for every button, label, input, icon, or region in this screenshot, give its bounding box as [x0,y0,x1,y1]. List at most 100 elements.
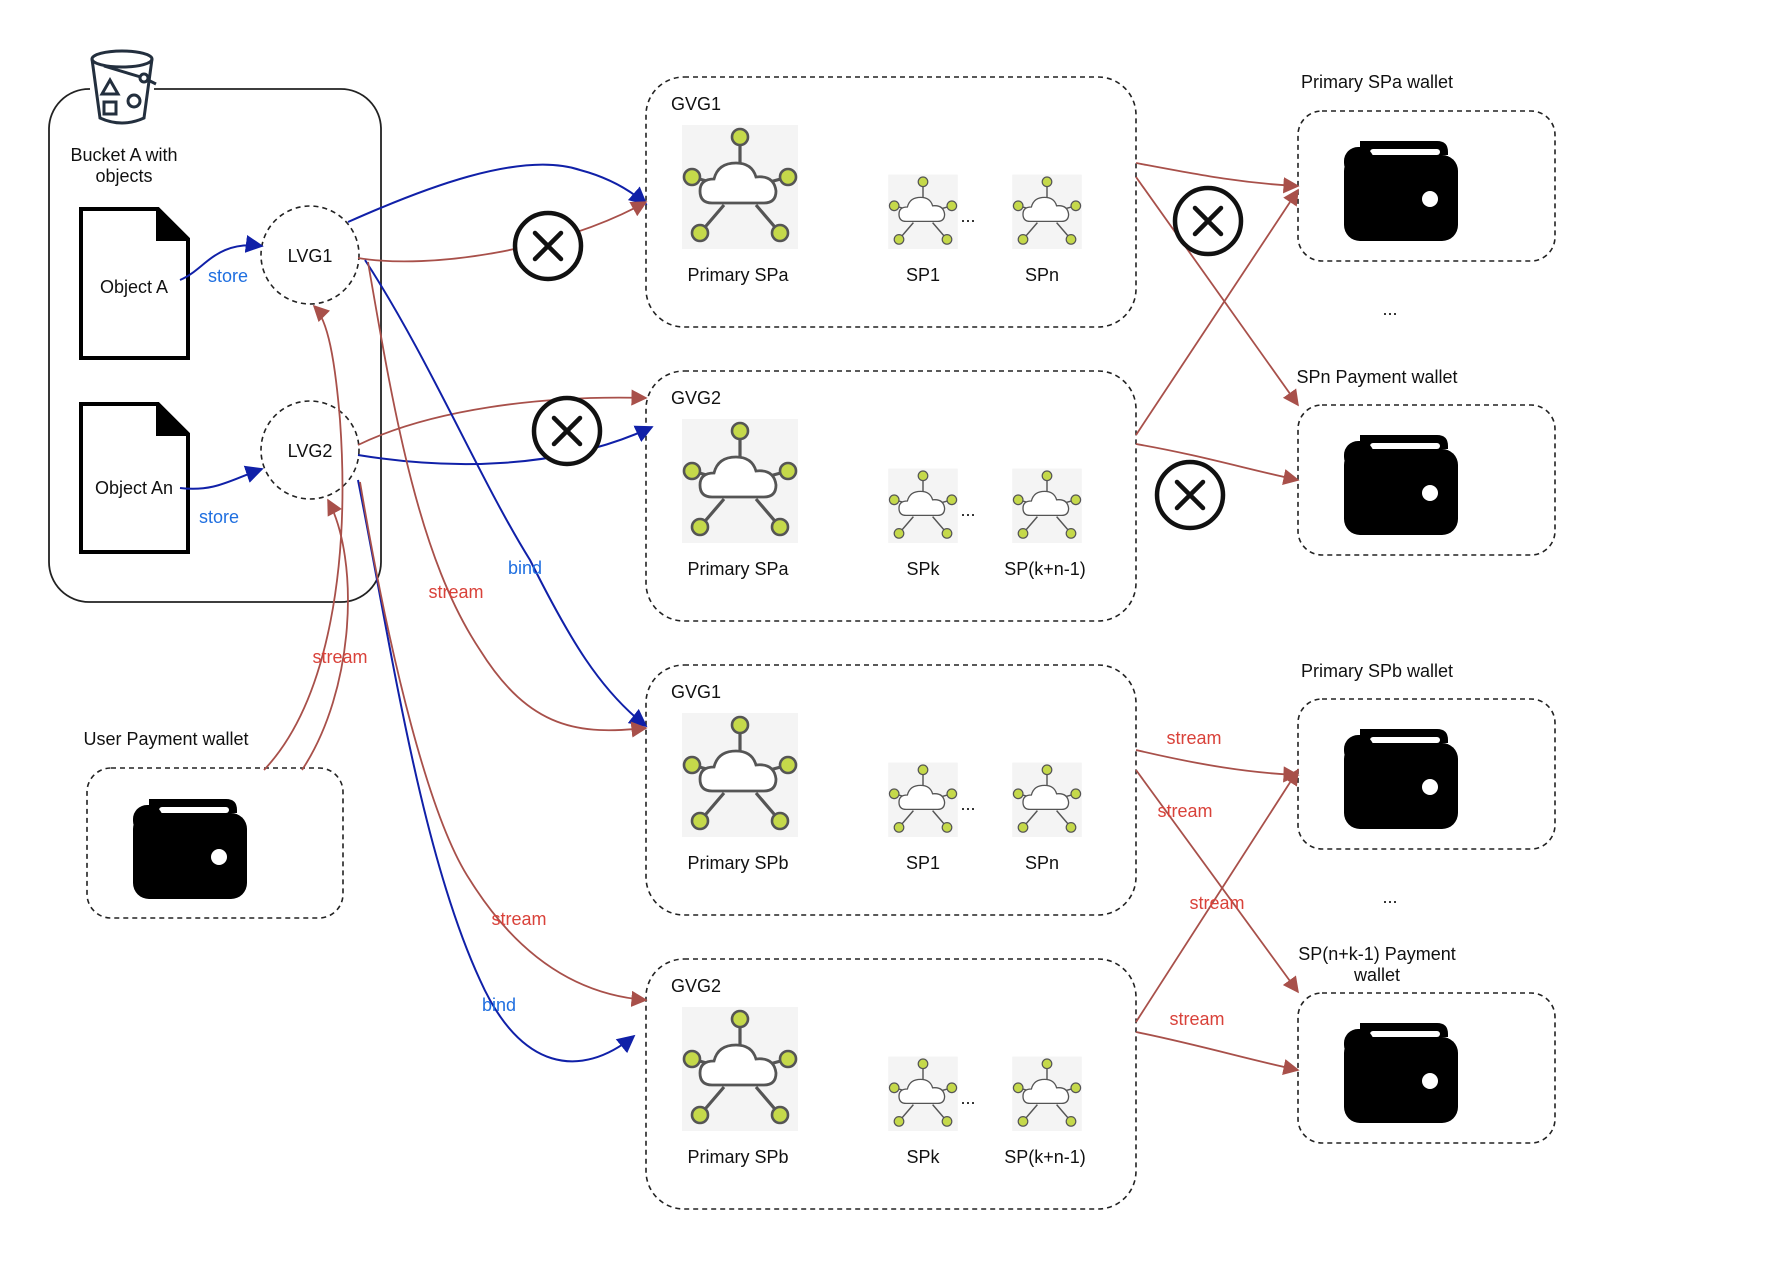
object-a-document[interactable]: Object A [79,207,190,360]
stream-edge-user-lvg2 [301,498,349,771]
bind-label: bind [508,558,542,578]
lvg2-label: LVG2 [288,441,333,461]
sp-last-label: SPn [1025,265,1059,285]
gvg-labels: Primary SPa SP1 SPn ... Primary SPa SPk … [687,206,1085,1167]
stream-label: stream [1189,893,1244,913]
stream-edge-lvg1-gvg1b [367,261,648,738]
wallet-ellipsis: ... [1382,887,1397,907]
wallet-icon [1344,1023,1458,1123]
sp-first-label: SPk [906,559,940,579]
cloud-network-icon [888,762,958,837]
store-edge-1 [179,235,264,281]
bucket-container: Bucket A with objects Object A Object An… [48,49,382,603]
sp-ellipsis: ... [960,500,975,520]
x-circle-icon [1172,185,1244,257]
store-edge-2 [179,465,264,490]
bind-edge-lvg2-gvg2 [357,425,654,466]
wallet-icon [1344,729,1458,829]
x-circle-icon [512,210,584,282]
lvg2-node[interactable]: LVG2 [260,400,360,500]
gvg-title: GVG1 [671,682,721,702]
stream-edge-gvg1-spa-wallet [1135,162,1300,194]
object-a-label: Object A [100,277,168,297]
stream-edge-lvg1-gvg1-cancelled [357,201,648,263]
primary-sp-label: Primary SPa [687,265,789,285]
primary-sp-label: Primary SPb [687,1147,788,1167]
stream-edge-gvg2-spn-wallet [1135,443,1300,485]
wallet-icon [1344,435,1458,535]
bind-edge-lvg2-gvg2b [357,479,636,1063]
sp-first-label: SPk [906,1147,940,1167]
sp-ellipsis: ... [960,206,975,226]
x-circle-icon [531,395,603,467]
cloud-network-icon [888,174,958,249]
edges [179,162,1300,1075]
stream-label: stream [312,647,367,667]
cloud-network-icon [1012,762,1082,837]
wallet-label: Primary SPa wallet [1301,72,1453,92]
user-wallet-label: User Payment wallet [83,729,248,749]
sp-ellipsis: ... [960,1088,975,1108]
wallet-label: SPn Payment wallet [1296,367,1457,387]
sp-last-label: SPn [1025,853,1059,873]
stream-edge-gvg2b-spb-wallet [1135,768,1299,1023]
bind-edge-lvg1-gvg1b [364,259,648,728]
cloud-network-icon [1012,1056,1082,1131]
stream-edge-gvg1-spn-wallet [1135,176,1299,407]
stream-edge-lvg2-gvg2b [359,481,648,1007]
store-label: store [199,507,239,527]
sp-first-label: SP1 [906,853,940,873]
bucket-label-line2: objects [95,166,152,186]
wallet-label: Primary SPb wallet [1301,661,1453,681]
sp-ellipsis: ... [960,794,975,814]
stream-edge-user-lvg1 [263,304,344,771]
cloud-network-icon [682,1007,798,1131]
wallet-label-line1: SP(n+k-1) Payment [1298,944,1456,964]
primary-sp-label: Primary SPb [687,853,788,873]
cloud-network-icon [888,1056,958,1131]
cloud-network-icon [1012,468,1082,543]
wallet-icon [1344,141,1458,241]
wallet-icon [133,799,247,899]
document-fold-icon [156,402,190,436]
wallet-ellipsis: ... [1382,299,1397,319]
stream-label: stream [428,582,483,602]
gvg-title: GVG2 [671,976,721,996]
lvg1-label: LVG1 [288,246,333,266]
user-payment-wallet[interactable]: User Payment wallet [83,729,344,919]
document-icon [79,402,190,554]
bind-edge-lvg1-gvg1 [347,163,648,223]
stream-edge-gvg1b-spnk-wallet [1135,769,1299,994]
primary-sp-label: Primary SPa [687,559,789,579]
cancel-marks [512,185,1244,531]
stream-edge-lvg2-gvg2-cancelled [357,389,648,446]
object-an-label: Object An [95,478,173,498]
cloud-network-icon [682,419,798,543]
cloud-network-icon [682,713,798,837]
stream-label: stream [491,909,546,929]
cloud-network-icon [1012,174,1082,249]
lvg1-node[interactable]: LVG1 [260,205,360,305]
cloud-network-icon [682,125,798,249]
x-circle-icon [1154,459,1226,531]
document-fold-icon [156,207,190,241]
stream-edge-gvg2-spa-wallet [1135,188,1299,436]
bind-label: bind [482,995,516,1015]
sp-wallet-icons [1344,141,1458,1123]
sp-last-label: SP(k+n-1) [1004,1147,1086,1167]
edge-labels: store store bind bind stream stream stre… [199,266,1245,1029]
store-label: store [208,266,248,286]
cloud-network-icon [888,468,958,543]
sp-first-label: SP1 [906,265,940,285]
object-an-document[interactable]: Object An [79,402,190,554]
document-icon [79,207,190,360]
stream-label: stream [1166,728,1221,748]
stream-edge-gvg1b-spb-wallet [1135,749,1300,783]
gvg-title: GVG2 [671,388,721,408]
gvg-network-icons [682,125,1082,1131]
stream-edge-gvg2b-spnk-wallet [1135,1031,1300,1075]
wallet-label-line2: wallet [1353,965,1400,985]
bucket-icon [90,49,157,126]
bucket-label-line1: Bucket A with [70,145,177,165]
